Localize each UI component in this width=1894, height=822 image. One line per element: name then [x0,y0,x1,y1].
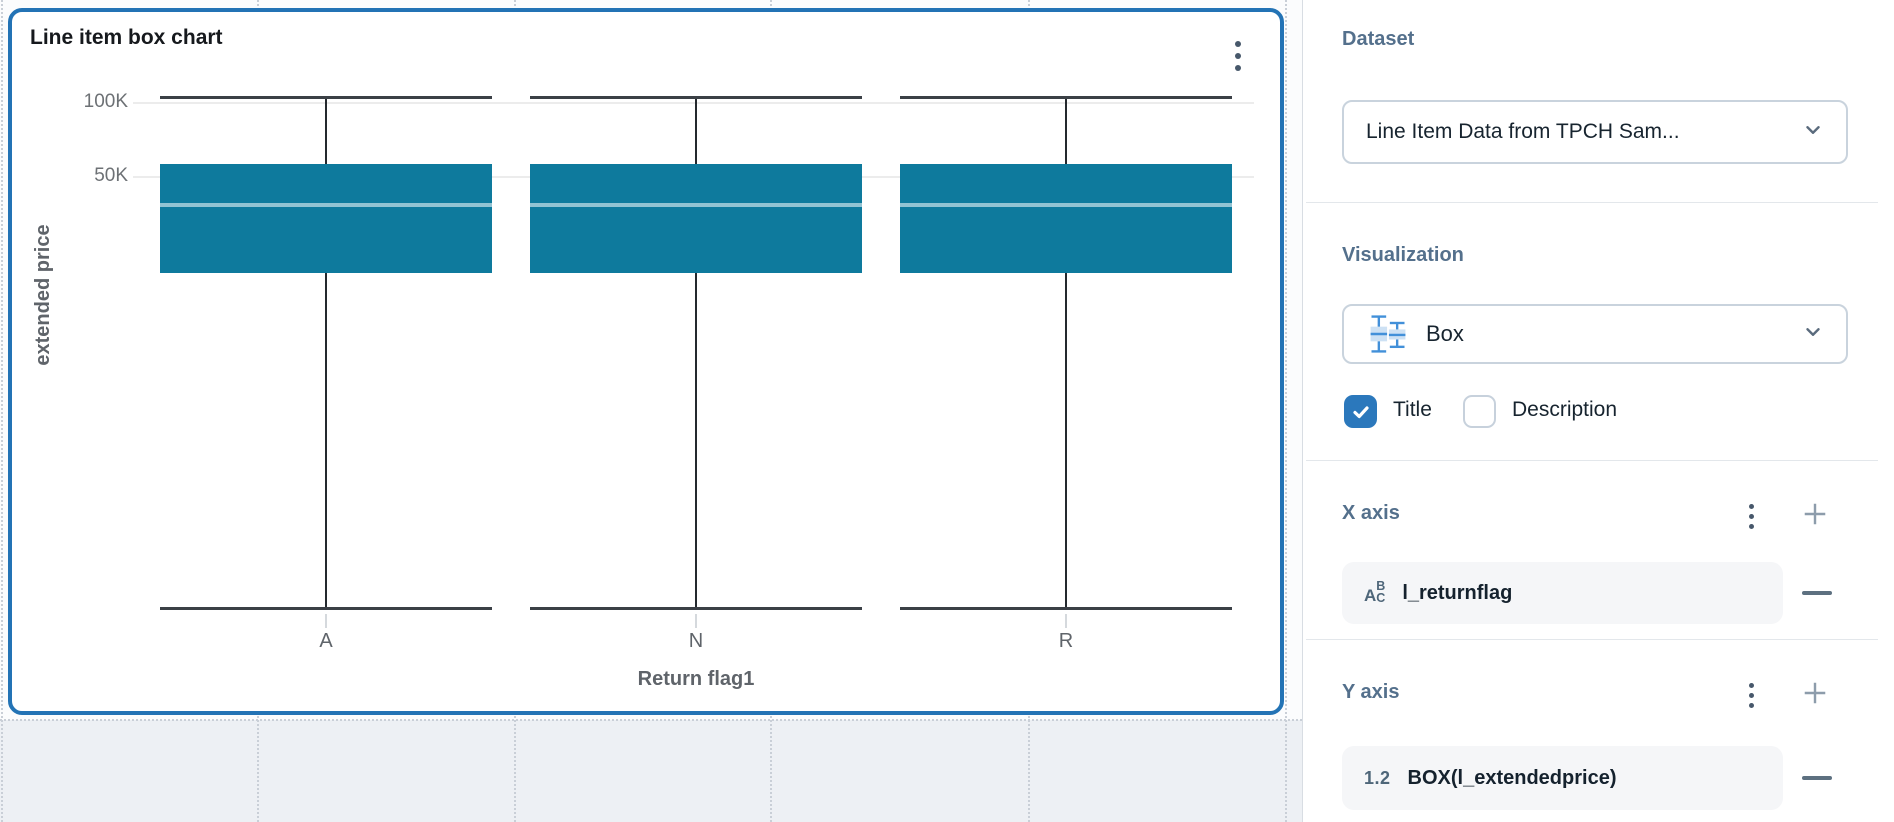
y-tick-label: 50K [94,165,128,187]
numeric-type-icon: 1.2 [1364,767,1391,788]
element-properties-panel: Dataset Line Item Data from TPCH Sam... … [1303,0,1894,822]
visualization-heading: Visualization [1342,244,1464,266]
x-category-label: N [688,630,704,652]
x-category-label: A [319,630,333,652]
dataset-select[interactable]: Line Item Data from TPCH Sam... [1342,100,1848,164]
section-divider [1306,639,1878,640]
whisker-cap-min [530,606,862,610]
whisker-line [1065,97,1067,609]
whisker-cap-min [160,606,492,610]
text-type-icon: A B C [1364,579,1386,605]
chart-element-card[interactable]: Line item box chart extended price Retur… [8,8,1284,715]
y-axis-field-pill[interactable]: 1.2 BOX(l_extendedprice) [1342,746,1783,810]
box-iqr[interactable] [900,164,1232,273]
box-plot-icon [1366,312,1410,356]
median-line [530,203,862,208]
y-axis-add-field-button[interactable] [1801,679,1829,712]
description-checkbox-label: Description [1512,398,1618,421]
canvas-grid-line [0,719,1302,721]
title-checkbox-label: Title [1393,398,1432,421]
chevron-down-icon [1802,321,1824,348]
box-iqr[interactable] [160,164,492,273]
description-checkbox[interactable] [1463,395,1496,428]
whisker-cap-max [160,96,492,100]
chart-title: Line item box chart [30,26,223,49]
checkmark-icon [1352,405,1369,418]
x-tick-mark [1065,614,1067,628]
y-gridline [133,102,1254,104]
visualization-selected-value: Box [1426,321,1464,346]
x-axis-field-name: l_returnflag [1402,581,1513,604]
plus-icon [1804,682,1826,704]
canvas-grid-line [1285,0,1287,822]
y-axis-menu-kebab-icon[interactable] [1746,680,1756,710]
x-axis-add-field-button[interactable] [1801,500,1829,533]
chevron-down-icon [1802,119,1824,146]
section-divider [1306,202,1878,203]
panel-divider [1302,0,1303,822]
canvas-empty-area [0,720,1302,822]
canvas-grid-line [1,0,3,822]
whisker-cap-max [530,96,862,100]
y-axis-field-name: BOX(l_extendedprice) [1407,766,1617,789]
chart-menu-kebab-icon[interactable] [1230,38,1246,74]
y-axis-heading: Y axis [1342,681,1400,703]
x-axis-remove-field-button[interactable] [1802,591,1832,595]
x-axis-title: Return flag1 [637,668,755,690]
plus-icon [1804,503,1826,525]
whisker-line [325,97,327,609]
median-line [160,203,492,208]
y-axis-title: extended price [32,224,54,366]
x-axis-field-pill[interactable]: A B C l_returnflag [1342,562,1783,624]
median-line [900,203,1232,208]
x-axis-menu-kebab-icon[interactable] [1746,501,1756,531]
dataset-selected-value: Line Item Data from TPCH Sam... [1366,120,1680,143]
whisker-line [695,97,697,609]
x-category-label: R [1058,630,1074,652]
section-divider [1306,460,1878,461]
visualization-select[interactable]: Box [1342,304,1848,364]
x-tick-mark [325,614,327,628]
whisker-cap-min [900,606,1232,610]
title-checkbox[interactable] [1344,395,1377,428]
whisker-cap-max [900,96,1232,100]
box-iqr[interactable] [530,164,862,273]
x-axis-heading: X axis [1342,502,1400,524]
x-tick-mark [695,614,697,628]
dataset-heading: Dataset [1342,28,1415,50]
y-tick-label: 100K [83,91,128,112]
y-axis-remove-field-button[interactable] [1802,776,1832,780]
